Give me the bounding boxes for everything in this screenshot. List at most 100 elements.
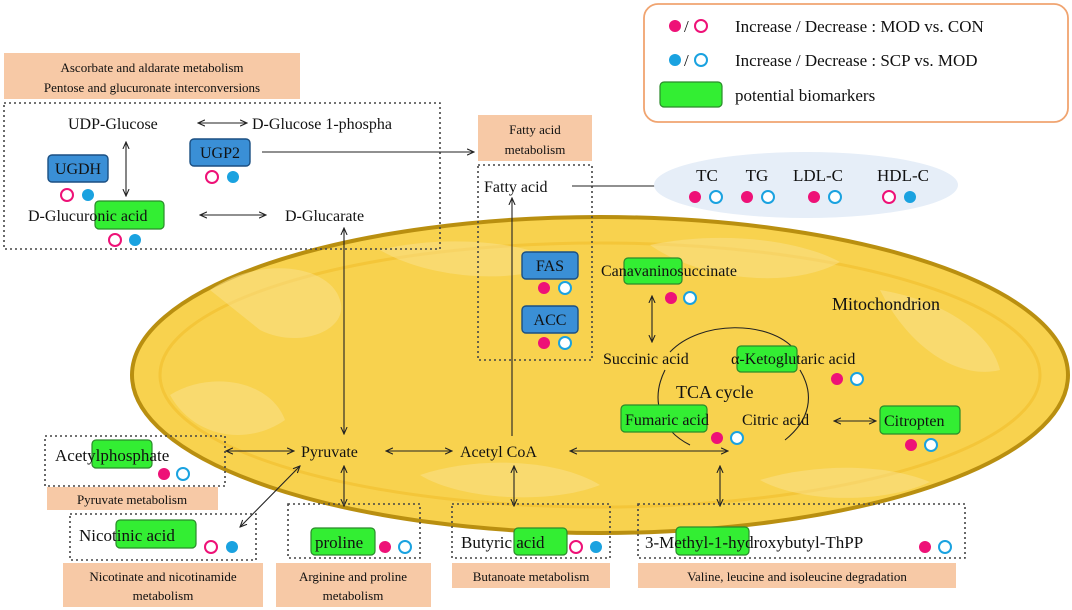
metabolite-alpha-ketoglutaric-acid: α-Ketoglutaric acid <box>731 351 855 368</box>
proline-block: proline Arginine and proline metabolism <box>276 503 431 607</box>
acetylphosphate-dotted-frame <box>44 435 226 487</box>
legend-blue-open-dot <box>694 53 708 67</box>
pathway-label-fatty-acid-line1: Fatty acid <box>509 122 561 137</box>
ldl-pink-filled-dot <box>808 191 820 203</box>
crista <box>210 268 342 339</box>
legend-pink-open-dot <box>694 19 708 33</box>
metabolite-nicotinic-acid: Nicotinic acid <box>79 526 175 545</box>
butyric-dotted-frame <box>451 503 611 559</box>
metabolite-d-glucose-1-phosphate: D-Glucose 1-phospha <box>252 116 392 133</box>
lipid-panel: TC TG LDL-C HDL-C <box>654 152 958 218</box>
ugp2-blue-filled-dot <box>227 171 239 183</box>
lipid-tg: TG <box>746 166 769 185</box>
nicotinic-pink-open-dot <box>204 540 218 554</box>
legend-slash: / <box>684 17 689 36</box>
butyric-blue-filled-dot <box>590 541 602 553</box>
nicotinate-dotted-frame <box>69 513 257 561</box>
lipid-ldl-c: LDL-C <box>793 166 843 185</box>
crista <box>650 237 840 279</box>
nicotinate-block: Nicotinic acid Nicotinate and nicotinami… <box>63 513 263 607</box>
lipid-panel-background <box>654 152 958 218</box>
butyric-block: Butyric acid Butanoate metabolism <box>451 503 611 588</box>
pathway-label-ascorbate <box>4 53 300 99</box>
pathway-label-nicotinate-line2: metabolism <box>133 588 194 603</box>
proline-blue-open-dot <box>398 540 412 554</box>
biomarker-highlight-canavaninosuccinate <box>623 257 683 285</box>
nicotinic-blue-filled-dot <box>226 541 238 553</box>
fas-pink-filled-dot <box>538 282 550 294</box>
pathway-label-fatty-acid <box>478 115 592 161</box>
metabolite-citropten: Citropten <box>884 413 944 430</box>
canavaninosuccinate-blue-open-dot <box>683 291 697 305</box>
legend-blue-filled-dot <box>669 54 681 66</box>
acetylphosphate-block: Acetylphosphate Pyruvate metabolism <box>44 435 226 510</box>
metabolite-acetyl-coa: Acetyl CoA <box>460 444 537 461</box>
ldl-blue-open-dot <box>828 190 842 204</box>
citric-pink-filled-dot <box>711 432 723 444</box>
mitochondrion-inner-membrane <box>158 241 1042 509</box>
enzyme-acc-label: ACC <box>534 312 567 329</box>
enzyme-ugp2-label: UGP2 <box>200 145 240 162</box>
enzyme-fas <box>521 251 579 280</box>
canavaninosuccinate-pink-filled-dot <box>665 292 677 304</box>
metabolite-canavaninosuccinate: Canavaninosuccinate <box>601 263 737 280</box>
biomarker-highlight-butyric <box>513 527 568 556</box>
pathway-label-pyruvate-text: Pyruvate metabolism <box>77 492 187 507</box>
biomarker-highlight-methyl-thpp <box>675 526 750 556</box>
metabolite-3-methyl-1-hydroxybutyl-thpp: 3-Methyl-1-hydroxybutyl-ThPP <box>645 533 863 552</box>
ugp2-pink-open-dot <box>205 170 219 184</box>
enzyme-ugdh <box>47 154 109 183</box>
citric-blue-open-dot <box>730 431 744 445</box>
crista <box>880 290 1000 372</box>
lipid-tc: TC <box>696 166 718 185</box>
metabolite-fatty-acid: Fatty acid <box>484 179 548 196</box>
pathway-label-valine-text: Valine, leucine and isoleucine degradati… <box>687 569 907 584</box>
acetylphosphate-blue-open-dot <box>176 467 190 481</box>
metabolite-citric-acid: Citric acid <box>742 412 809 429</box>
pathway-label-arginine-line2: metabolism <box>323 588 384 603</box>
tca-cycle-label: TCA cycle <box>676 382 753 402</box>
metabolite-fumaric-acid: Fumaric acid <box>625 412 709 429</box>
biomarker-highlight-glucuronic <box>94 200 165 230</box>
tca-cycle-ring <box>784 369 809 441</box>
metabolite-succinic-acid: Succinic acid <box>603 351 689 368</box>
methyl-thpp-blue-open-dot <box>938 540 952 554</box>
crista <box>380 241 560 277</box>
pathway-label-arginine <box>276 563 431 607</box>
tg-blue-open-dot <box>761 190 775 204</box>
metabolite-d-glucarate: D-Glucarate <box>285 208 364 225</box>
pathway-label-butanoate <box>452 563 610 588</box>
glucuronic-blue-filled-dot <box>129 234 141 246</box>
glucuronic-pink-open-dot <box>108 233 122 247</box>
biomarker-highlight-ketoglutaric <box>736 345 798 373</box>
tc-pink-filled-dot <box>689 191 701 203</box>
proline-pink-filled-dot <box>379 541 391 553</box>
metabolite-proline: proline <box>315 533 363 552</box>
ugdh-pink-open-dot <box>60 188 74 202</box>
acc-blue-open-dot <box>558 336 572 350</box>
legend-scp-mod-text: Increase / Decrease : SCP vs. MOD <box>735 51 978 70</box>
legend-slash: / <box>684 51 689 70</box>
fatty-acid-block: Fatty acid metabolism Fatty acid FAS ACC <box>477 115 676 361</box>
enzyme-ugdh-label: UGDH <box>55 161 102 178</box>
metabolite-butyric-acid: Butyric acid <box>461 533 545 552</box>
tg-pink-filled-dot <box>741 191 753 203</box>
enzyme-fas-label: FAS <box>536 258 564 275</box>
crista <box>420 462 600 498</box>
ugdh-blue-filled-dot <box>82 189 94 201</box>
fatty-acid-dotted-frame <box>477 164 593 361</box>
pathway-label-nicotinate-line1: Nicotinate and nicotinamide <box>89 569 237 584</box>
pathway-label-arginine-line1: Arginine and proline <box>299 569 407 584</box>
hdl-pink-open-dot <box>882 190 896 204</box>
lipid-hdl-c: HDL-C <box>877 166 929 185</box>
legend: / Increase / Decrease : MOD vs. CON / In… <box>643 3 1069 123</box>
pathway-label-butanoate-text: Butanoate metabolism <box>473 569 590 584</box>
biomarker-highlight-nicotinic <box>115 519 197 549</box>
legend-box <box>643 3 1069 123</box>
metabolite-acetylphosphate: Acetylphosphate <box>55 446 169 465</box>
ketoglutaric-blue-open-dot <box>850 372 864 386</box>
pathway-label-fatty-acid-line2: metabolism <box>505 142 566 157</box>
legend-pink-filled-dot <box>669 20 681 32</box>
biomarker-highlight-fumaric <box>620 404 708 433</box>
